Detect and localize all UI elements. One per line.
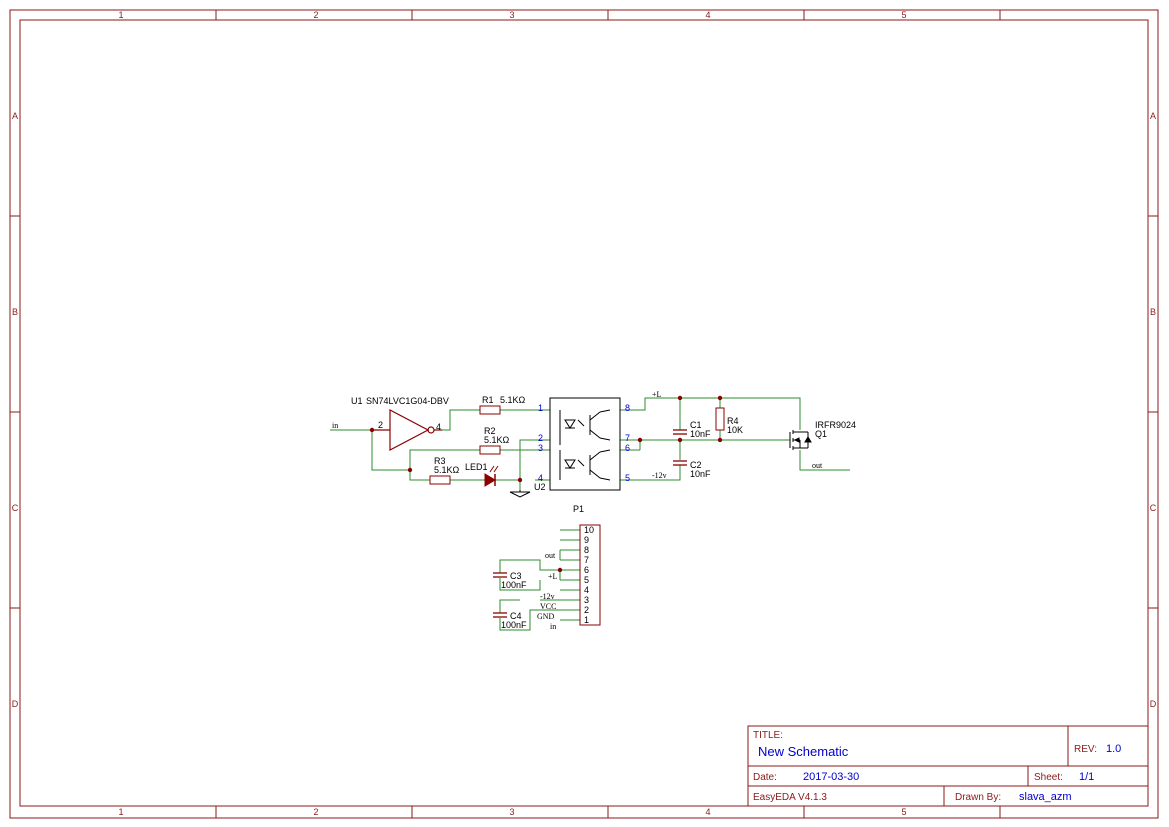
- date-value: 2017-03-30: [803, 771, 859, 783]
- r2-value: 5.1KΩ: [484, 435, 510, 445]
- r4-value: 10K: [727, 425, 743, 435]
- u1-designator: U1: [351, 396, 363, 406]
- c2-designator: C2: [690, 460, 702, 470]
- r1-value: 5.1KΩ: [500, 395, 526, 405]
- net-label-out: out: [545, 551, 556, 560]
- u2-pin: 7: [625, 433, 630, 443]
- p1-pins: 10 9 8 7 6 5 4 3 2 1: [584, 525, 594, 625]
- net-labels: in out +L -12v out +L -12v VCC GND in: [332, 390, 823, 631]
- title-block-text: TITLE: New Schematic REV: 1.0 Date: 2017…: [753, 730, 1121, 803]
- col-label-bottom: 5: [901, 807, 906, 817]
- col-label-top: 5: [901, 10, 906, 20]
- p1-pin: 1: [584, 615, 589, 625]
- row-label-left: C: [12, 503, 19, 513]
- u2-pin: 5: [625, 473, 630, 483]
- p1-designator: P1: [573, 504, 584, 514]
- r1-designator: R1: [482, 395, 494, 405]
- drawn-by-label: Drawn By:: [955, 792, 1001, 803]
- row-label-right: B: [1150, 307, 1156, 317]
- u1-pin-out: 4: [436, 422, 441, 432]
- net-label-gnd: GND: [537, 612, 555, 621]
- p1-pin: 6: [584, 565, 589, 575]
- software-label: EasyEDA V4.1.3: [753, 792, 827, 803]
- row-label-left: B: [12, 307, 18, 317]
- col-label-top: 3: [509, 10, 514, 20]
- net-label-minus-12v: -12v: [652, 471, 667, 480]
- net-label-plus-l: +L: [548, 572, 558, 581]
- frame-labels: 1 2 3 4 5 1 2 3 4 5 A B C D A B C D: [12, 10, 1157, 817]
- col-label-bottom: 1: [118, 807, 123, 817]
- junctions: [369, 395, 723, 573]
- row-label-right: A: [1150, 111, 1156, 121]
- u2-pin: 3: [538, 443, 543, 453]
- ground-symbol: [509, 490, 531, 498]
- col-label-top: 1: [118, 10, 123, 20]
- p1-pin: 9: [584, 535, 589, 545]
- u1-pin-in: 2: [378, 420, 383, 430]
- u2-designator: U2: [534, 482, 546, 492]
- c4-designator: C4: [510, 611, 522, 621]
- col-label-bottom: 4: [705, 807, 710, 817]
- led1-designator: LED1: [465, 462, 488, 472]
- date-label: Date:: [753, 772, 777, 783]
- q1-designator: Q1: [815, 429, 827, 439]
- net-label-minus-12v: -12v: [540, 592, 555, 601]
- title-value: New Schematic: [758, 744, 849, 759]
- u1-part: SN74LVC1G04-DBV: [366, 396, 449, 406]
- p1-pin: 3: [584, 595, 589, 605]
- p1-pin: 8: [584, 545, 589, 555]
- row-label-right: C: [1150, 503, 1157, 513]
- net-label-out: out: [812, 461, 823, 470]
- p1-pin: 7: [584, 555, 589, 565]
- inverter-symbol: [372, 409, 442, 451]
- col-label-top: 4: [705, 10, 710, 20]
- u2-pin: 8: [625, 403, 630, 413]
- p1-pin: 2: [584, 605, 589, 615]
- c3-value: 100nF: [501, 580, 527, 590]
- col-label-bottom: 2: [313, 807, 318, 817]
- led-symbol: [484, 465, 499, 487]
- rev-label: REV:: [1074, 744, 1097, 755]
- r3-designator: R3: [434, 456, 446, 466]
- c1-designator: C1: [690, 420, 702, 430]
- u2-pins: 1 2 3 4 8 7 6 5: [538, 403, 630, 483]
- title-label: TITLE:: [753, 730, 783, 741]
- net-label-in: in: [550, 622, 556, 631]
- drawn-by-value: slava_azm: [1019, 791, 1072, 803]
- p1-pin: 4: [584, 585, 589, 595]
- drawing-frame: [9, 9, 1159, 819]
- net-label-vcc: VCC: [540, 602, 556, 611]
- r3-value: 5.1KΩ: [434, 465, 460, 475]
- q1-part: IRFR9024: [815, 420, 856, 430]
- capacitor-symbols: [493, 429, 687, 618]
- col-label-bottom: 3: [509, 807, 514, 817]
- c1-value: 10nF: [690, 429, 711, 439]
- r4-designator: R4: [727, 416, 739, 426]
- connector-p1-symbol: [579, 524, 601, 626]
- u2-pin: 4: [538, 473, 543, 483]
- resistor-symbols: [429, 405, 725, 485]
- c4-value: 100nF: [501, 620, 527, 630]
- row-label-left: A: [12, 111, 18, 121]
- c2-value: 10nF: [690, 469, 711, 479]
- mosfet-symbol: [789, 430, 812, 450]
- rev-value: 1.0: [1106, 743, 1121, 755]
- net-label-in: in: [332, 421, 338, 430]
- title-block: [747, 725, 1149, 807]
- row-label-right: D: [1150, 699, 1157, 709]
- p1-pin: 10: [584, 525, 594, 535]
- p1-pin: 5: [584, 575, 589, 585]
- u2-pin: 1: [538, 403, 543, 413]
- sheet-label: Sheet:: [1034, 772, 1063, 783]
- u2-pin: 6: [625, 443, 630, 453]
- u2-pin: 2: [538, 433, 543, 443]
- net-label-plus-l: +L: [652, 390, 662, 399]
- r2-designator: R2: [484, 426, 496, 436]
- row-label-left: D: [12, 699, 19, 709]
- col-label-top: 2: [313, 10, 318, 20]
- sheet-value: 1/1: [1079, 771, 1094, 783]
- c3-designator: C3: [510, 571, 522, 581]
- optocoupler-symbol: [549, 397, 621, 491]
